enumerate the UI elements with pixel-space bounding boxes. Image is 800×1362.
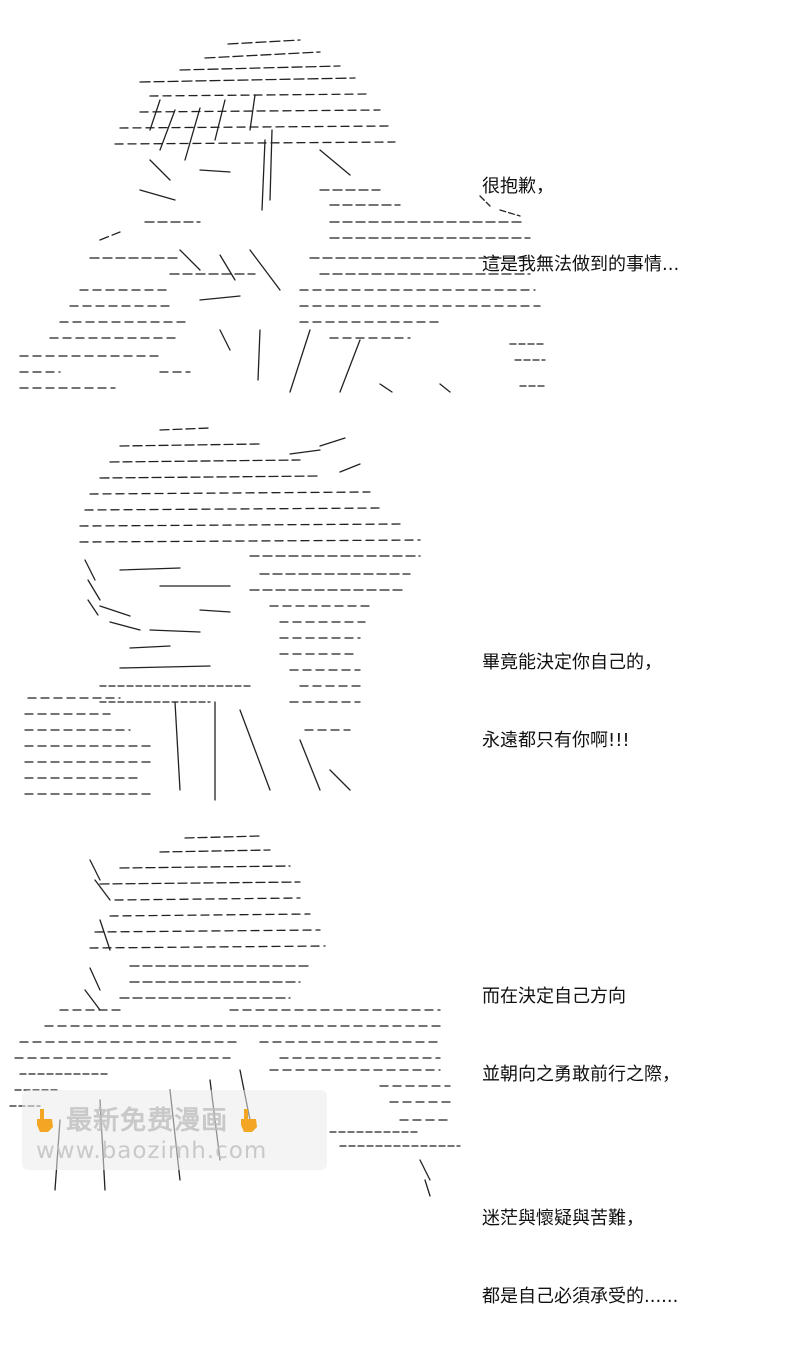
- dialogue-line: 都是自己必須承受的......: [482, 1286, 679, 1307]
- watermark: 最新免费漫画 www.baozimh.com: [22, 1090, 327, 1170]
- dialogue-line: 畢竟能決定你自己的，: [482, 652, 662, 673]
- watermark-title-row: 最新免费漫画: [34, 1100, 260, 1137]
- dialogue-text: 畢竟能決定你自己的， 永遠都只有你啊!!!: [482, 598, 662, 806]
- dialogue-line: 這是我無法做到的事情...: [482, 254, 680, 275]
- panel-2: 畢竟能決定你自己的， 永遠都只有你啊!!!: [0, 410, 800, 820]
- watermark-title: 最新免费漫画: [66, 1106, 229, 1136]
- pointing-hand-icon: [37, 1109, 53, 1132]
- dialogue-line: 很抱歉，: [482, 176, 554, 197]
- dialogue-line: 迷茫與懷疑與苦難，: [482, 1208, 644, 1229]
- ascii-art-figure-1: [19, 39, 546, 393]
- dialogue-text: 很抱歉， 這是我無法做到的事情...: [482, 122, 679, 330]
- dialogue-line: 並朝向之勇敢前行之際，: [482, 1064, 680, 1085]
- dialogue-line: 而在決定自己方向: [482, 986, 626, 1007]
- panel-1: 很抱歉， 這是我無法做到的事情...: [0, 0, 800, 410]
- dialogue-text: 而在決定自己方向 並朝向之勇敢前行之際， 迷茫與懷疑與苦難， 都是自己必須承受的…: [482, 932, 680, 1362]
- dialogue-line: 永遠都只有你啊!!!: [482, 730, 630, 751]
- ascii-art-figure-2: [24, 427, 421, 801]
- watermark-url: www.baozimh.com: [36, 1138, 268, 1164]
- pointing-hand-icon: [241, 1109, 258, 1132]
- dialogue-spacer: [482, 1140, 680, 1154]
